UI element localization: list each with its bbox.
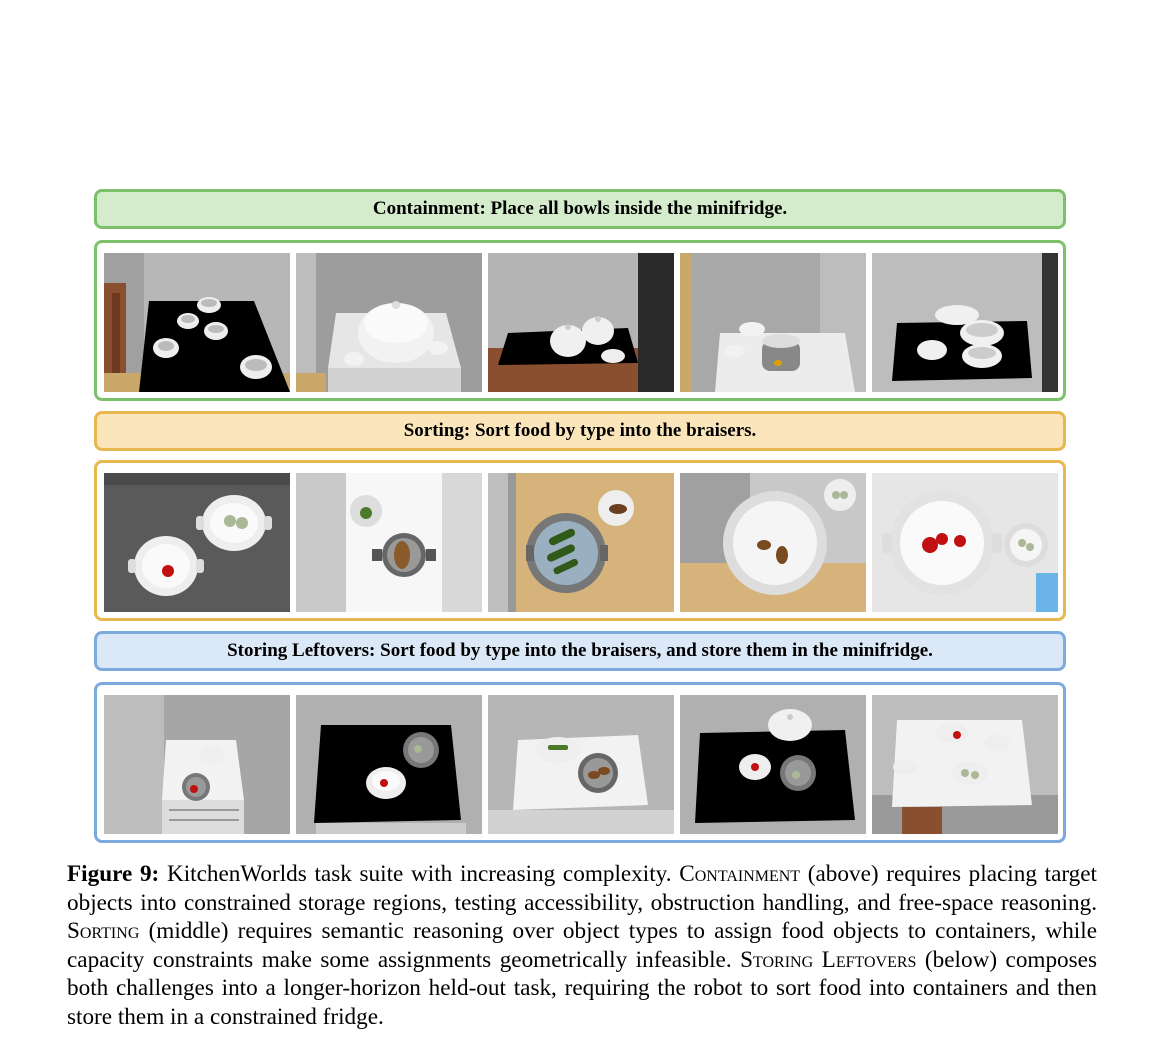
containment-scene-1 (104, 253, 290, 392)
caption-text-2: (above) requires placing target objects … (67, 861, 1097, 916)
containment-scene-2 (296, 253, 482, 392)
storing-leftovers-image-panel (94, 682, 1066, 843)
containment-scene-4 (680, 253, 866, 392)
containment-scene-3 (488, 253, 674, 392)
containment-scene-5 (872, 253, 1058, 392)
sorting-scene-4 (680, 473, 866, 612)
storing-leftovers-title: Storing Leftovers: Sort food by type int… (227, 640, 933, 661)
sorting-image-panel (94, 460, 1066, 621)
sorting-scene-2 (296, 473, 482, 612)
caption-storing-leftovers: Storing Leftovers (740, 946, 917, 973)
storing-leftovers-title-bar: Storing Leftovers: Sort food by type int… (94, 631, 1066, 671)
storing-leftovers-scene-1 (104, 695, 290, 834)
sorting-scene-3 (488, 473, 674, 612)
caption-text-4: (below) composes both challenges into a … (67, 946, 1097, 1030)
containment-title: Containment: Place all bowls inside the … (372, 198, 788, 219)
storing-leftovers-scene-4 (680, 695, 866, 834)
figure-label: Figure 9: (67, 861, 160, 887)
storing-leftovers-scene-2 (296, 695, 482, 834)
caption-sorting: Sorting (67, 918, 140, 944)
caption-text-3: (middle) requires semantic reasoning ove… (67, 918, 1097, 973)
sorting-title-bar: Sorting: Sort food by type into the brai… (94, 411, 1066, 451)
sorting-scene-5 (872, 473, 1058, 612)
caption-text-1: KitchenWorlds task suite with increasing… (159, 861, 680, 887)
storing-leftovers-scene-5 (872, 695, 1058, 834)
sorting-scene-1 (104, 473, 290, 612)
containment-image-panel (94, 240, 1066, 401)
storing-leftovers-scene-3 (488, 695, 674, 834)
sorting-title: Sorting: Sort food by type into the brai… (403, 420, 757, 441)
containment-title-bar: Containment: Place all bowls inside the … (94, 189, 1066, 229)
figure-caption: Figure 9: KitchenWorlds task suite with … (67, 860, 1097, 1031)
caption-containment: Containment (679, 861, 801, 887)
